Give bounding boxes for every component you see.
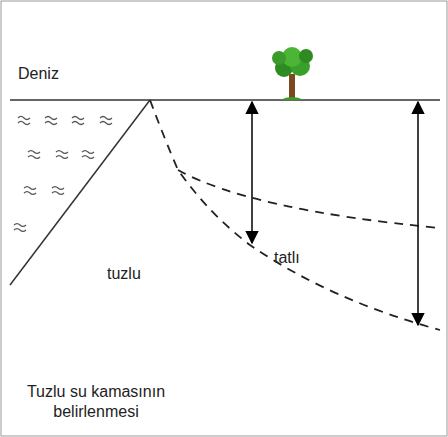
tree-icon [272,47,313,100]
ground-surface [10,99,440,101]
sea-bed [10,100,150,285]
interface-curves [150,100,440,330]
sea-label: Deniz [18,64,59,84]
diagram-note: Tuzlu su kamasının belirlenmesi [10,382,182,422]
salt-label: tuzlu [107,264,141,284]
water-waves [14,117,112,232]
fresh-label: tatlı [274,248,300,268]
depth-arrows [252,102,418,325]
